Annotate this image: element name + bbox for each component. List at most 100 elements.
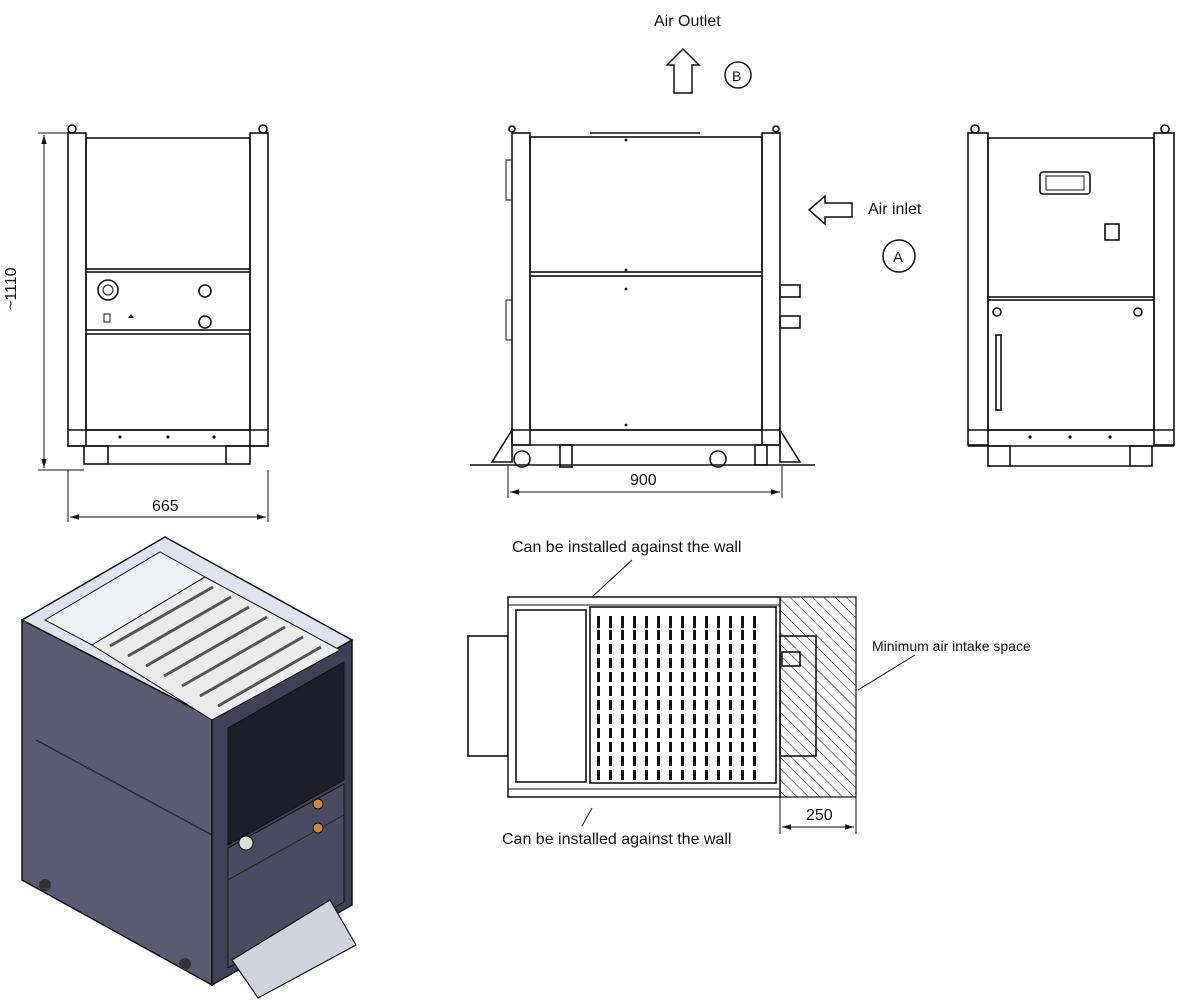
grille-slot — [645, 742, 648, 752]
grille-slot — [645, 714, 648, 724]
grille-slot — [717, 672, 720, 682]
grille-slot — [645, 686, 648, 696]
grille-slot — [657, 742, 660, 752]
grille-slot — [729, 714, 732, 724]
grille-slot — [597, 756, 600, 766]
grille-slot — [657, 658, 660, 668]
display-screen-icon — [1039, 171, 1091, 195]
grille-slot — [729, 728, 732, 738]
outlet-marker: B — [732, 68, 741, 84]
air-inlet-indicator: Air inlet A — [807, 194, 922, 273]
grille-slot — [657, 728, 660, 738]
grille-slot — [681, 728, 684, 738]
front-view — [67, 124, 269, 465]
grille-slot — [753, 714, 756, 724]
grille-slot — [597, 686, 600, 696]
grille-slot — [753, 770, 756, 780]
plan-view — [467, 559, 916, 827]
grille-slot — [657, 672, 660, 682]
grille-slot — [693, 742, 696, 752]
grille-slot — [621, 644, 624, 654]
grille-slot — [657, 644, 660, 654]
grille-slot — [597, 672, 600, 682]
grille-slot — [693, 756, 696, 766]
grille-slot — [729, 770, 732, 780]
grille-slot — [633, 658, 636, 668]
grille-slot — [621, 756, 624, 766]
grille-slot — [609, 728, 612, 738]
grille-slot — [717, 700, 720, 710]
grille-slot — [669, 770, 672, 780]
grille-slot — [729, 658, 732, 668]
grille-slot — [729, 686, 732, 696]
grille-slot — [753, 630, 756, 640]
grille-slot — [597, 630, 600, 640]
clearance-label: 250 — [806, 807, 833, 824]
grille-slot — [681, 644, 684, 654]
grille-slot — [729, 700, 732, 710]
side-width-label: 900 — [630, 472, 657, 489]
grille-slot — [621, 770, 624, 780]
grille-slot — [657, 756, 660, 766]
grille-slot — [717, 756, 720, 766]
side-width-dimension: 900 — [507, 466, 783, 498]
grille-slot — [753, 728, 756, 738]
grille-slot — [693, 630, 696, 640]
grille-slot — [633, 644, 636, 654]
rear-view — [967, 124, 1175, 467]
grille-slot — [645, 672, 648, 682]
grille-slot — [693, 658, 696, 668]
grille-slot — [621, 672, 624, 682]
grille-slot — [753, 700, 756, 710]
grille-slot — [633, 714, 636, 724]
grille-slot — [741, 658, 744, 668]
grille-slot — [597, 742, 600, 752]
grille-slot — [609, 714, 612, 724]
grille-slot — [621, 728, 624, 738]
grille-slot — [729, 672, 732, 682]
grille-slot — [669, 756, 672, 766]
grille-slot — [741, 714, 744, 724]
grille-slot — [705, 770, 708, 780]
grille-slot — [669, 728, 672, 738]
air-outlet-indicator: Air Outlet B — [654, 13, 752, 94]
grille-slot — [705, 672, 708, 682]
up-arrow-icon — [665, 47, 701, 94]
grille-slot — [645, 644, 648, 654]
grille-slot — [669, 686, 672, 696]
wall-note-top: Can be installed against the wall — [512, 539, 741, 556]
grille-slot — [753, 756, 756, 766]
grille-slot — [681, 756, 684, 766]
grille-slot — [693, 770, 696, 780]
grille-slot — [633, 672, 636, 682]
grille-slot — [621, 658, 624, 668]
grille-slot — [717, 658, 720, 668]
grille-slot — [717, 644, 720, 654]
grille-slot — [621, 714, 624, 724]
grille-slot — [633, 742, 636, 752]
grille-slot — [609, 686, 612, 696]
grille-slot — [717, 714, 720, 724]
grille-slot — [609, 658, 612, 668]
grille-slot — [645, 756, 648, 766]
grille-slot — [669, 742, 672, 752]
grille-slot — [597, 728, 600, 738]
grille-slot — [705, 756, 708, 766]
grille-slot — [693, 644, 696, 654]
grille-slot — [717, 742, 720, 752]
grille-slot — [621, 742, 624, 752]
grille-slot — [741, 770, 744, 780]
grille-slot — [633, 728, 636, 738]
grille-slot — [633, 756, 636, 766]
grille-slot — [741, 742, 744, 752]
grille-slot — [705, 728, 708, 738]
grille-slot — [657, 700, 660, 710]
inlet-marker: A — [893, 249, 903, 266]
left-arrow-icon — [807, 194, 853, 226]
grille-slot — [669, 658, 672, 668]
grille-slot — [753, 742, 756, 752]
grille-slot — [753, 658, 756, 668]
grille-slot — [741, 672, 744, 682]
grille-slot — [693, 700, 696, 710]
grille-slot — [645, 658, 648, 668]
